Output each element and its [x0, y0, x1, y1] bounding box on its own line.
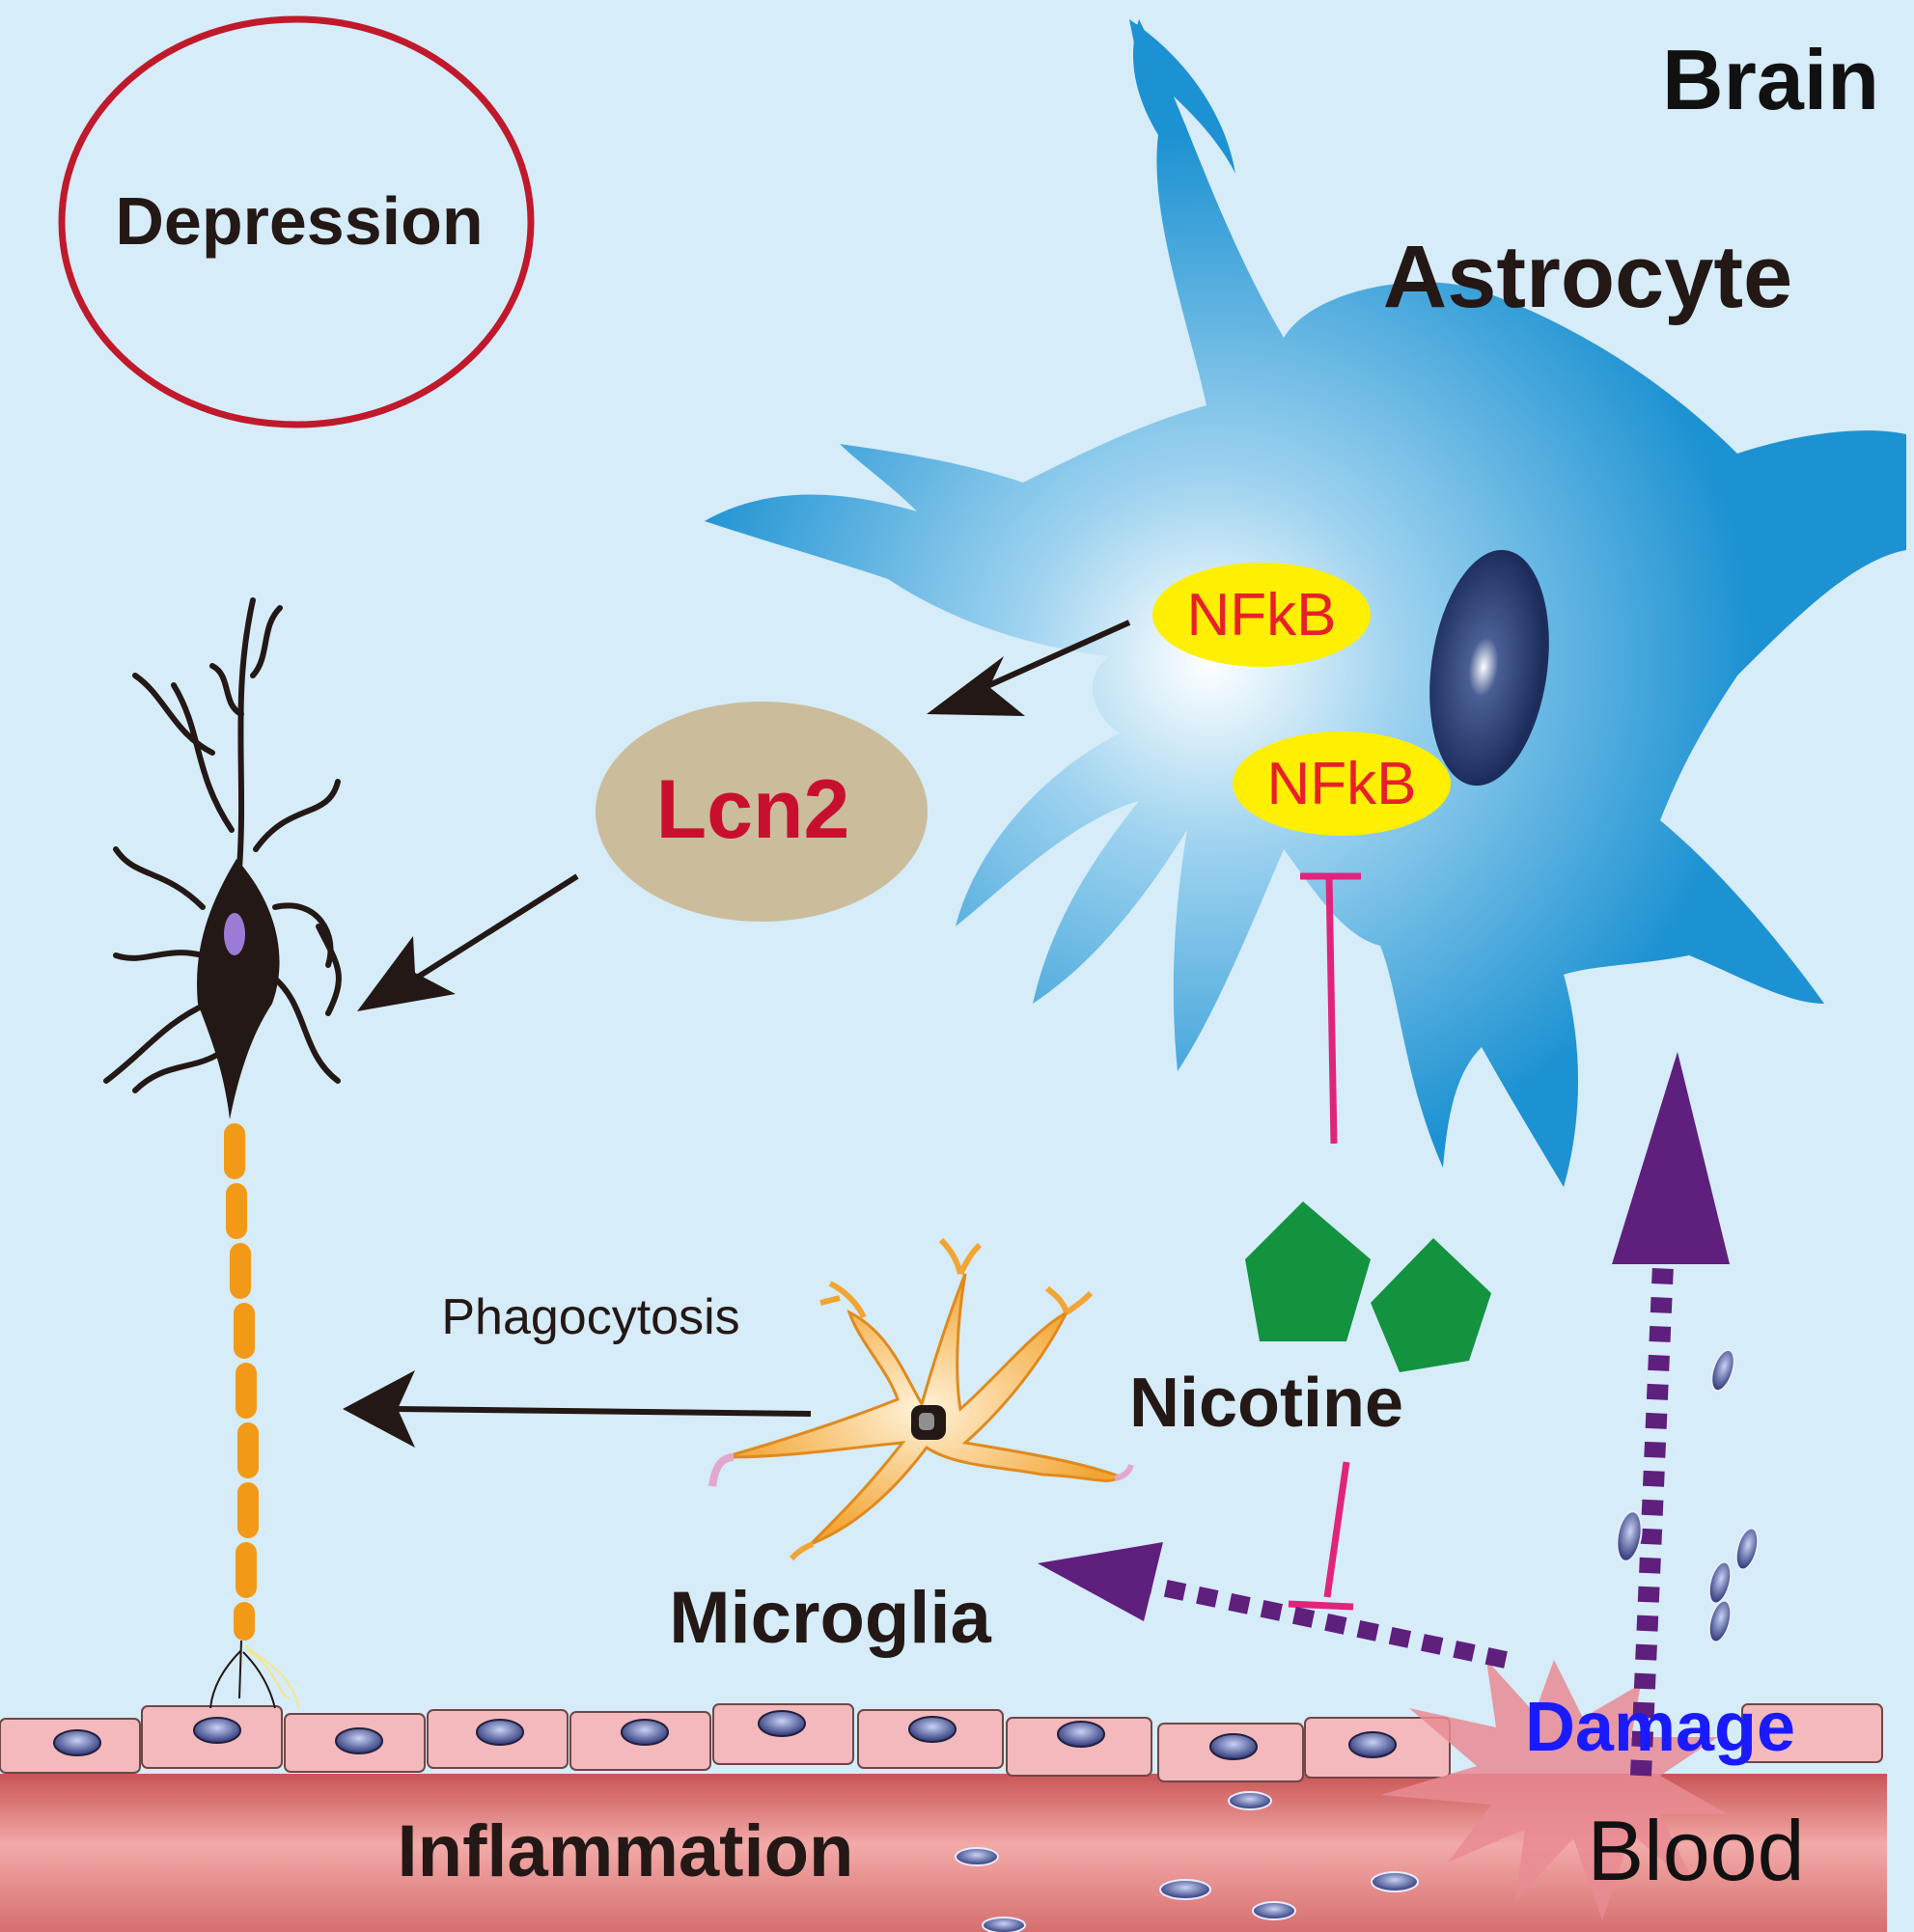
nicotine-label: Nicotine	[1129, 1365, 1403, 1442]
lcn2-label: Lcn2	[656, 763, 850, 856]
astrocyte-nucleus	[1429, 549, 1549, 787]
lcn2-oval	[596, 702, 928, 922]
nicotine-molecules	[1245, 1201, 1491, 1372]
depression-label: Depression	[115, 183, 483, 259]
microglia-cell	[708, 1237, 1134, 1561]
axon-myelin	[224, 1123, 259, 1641]
phagocytosis-arrowhead	[343, 1370, 415, 1448]
phagocytosis-label: Phagocytosis	[441, 1289, 739, 1345]
astrocyte-process	[1129, 19, 1235, 174]
damage-label: Damage	[1525, 1689, 1795, 1766]
nfkb-bottom-label: NFkB	[1267, 751, 1417, 817]
microglia-label: Microglia	[669, 1577, 991, 1659]
nfkb-top-label: NFkB	[1187, 582, 1337, 649]
damage-to-microglia-arrow	[1038, 1542, 1508, 1669]
neuron	[103, 597, 342, 1709]
nfkb-top: NFkB	[1152, 563, 1371, 667]
nfkb-bottom: NFkB	[1233, 731, 1451, 836]
lcn2-to-neuron-arrow	[389, 873, 579, 997]
depression-ring	[58, 15, 535, 428]
damage-to-astrocyte-arrow	[1612, 1052, 1730, 1777]
neuron-nucleus	[224, 913, 245, 955]
blood-label: Blood	[1587, 1803, 1804, 1898]
lcn2-to-neuron-arrowhead	[357, 936, 456, 1011]
inflammation-label: Inflammation	[398, 1810, 854, 1892]
nicotine-inhibits-damage	[1288, 1461, 1354, 1611]
blood-cells	[955, 1791, 1419, 1932]
endothelial-nuclei	[53, 1710, 1397, 1760]
astrocyte-label: Astrocyte	[1383, 228, 1792, 326]
phagocytosis-arrow	[395, 1406, 812, 1417]
nfkb-to-lcn2-arrowhead	[927, 656, 1025, 716]
brain-label: Brain	[1662, 32, 1879, 127]
damage-burst	[1380, 1660, 1728, 1920]
nicotine-inhibits-nfkb	[1300, 872, 1361, 1145]
leaking-blood-cells	[1616, 1348, 1760, 1643]
